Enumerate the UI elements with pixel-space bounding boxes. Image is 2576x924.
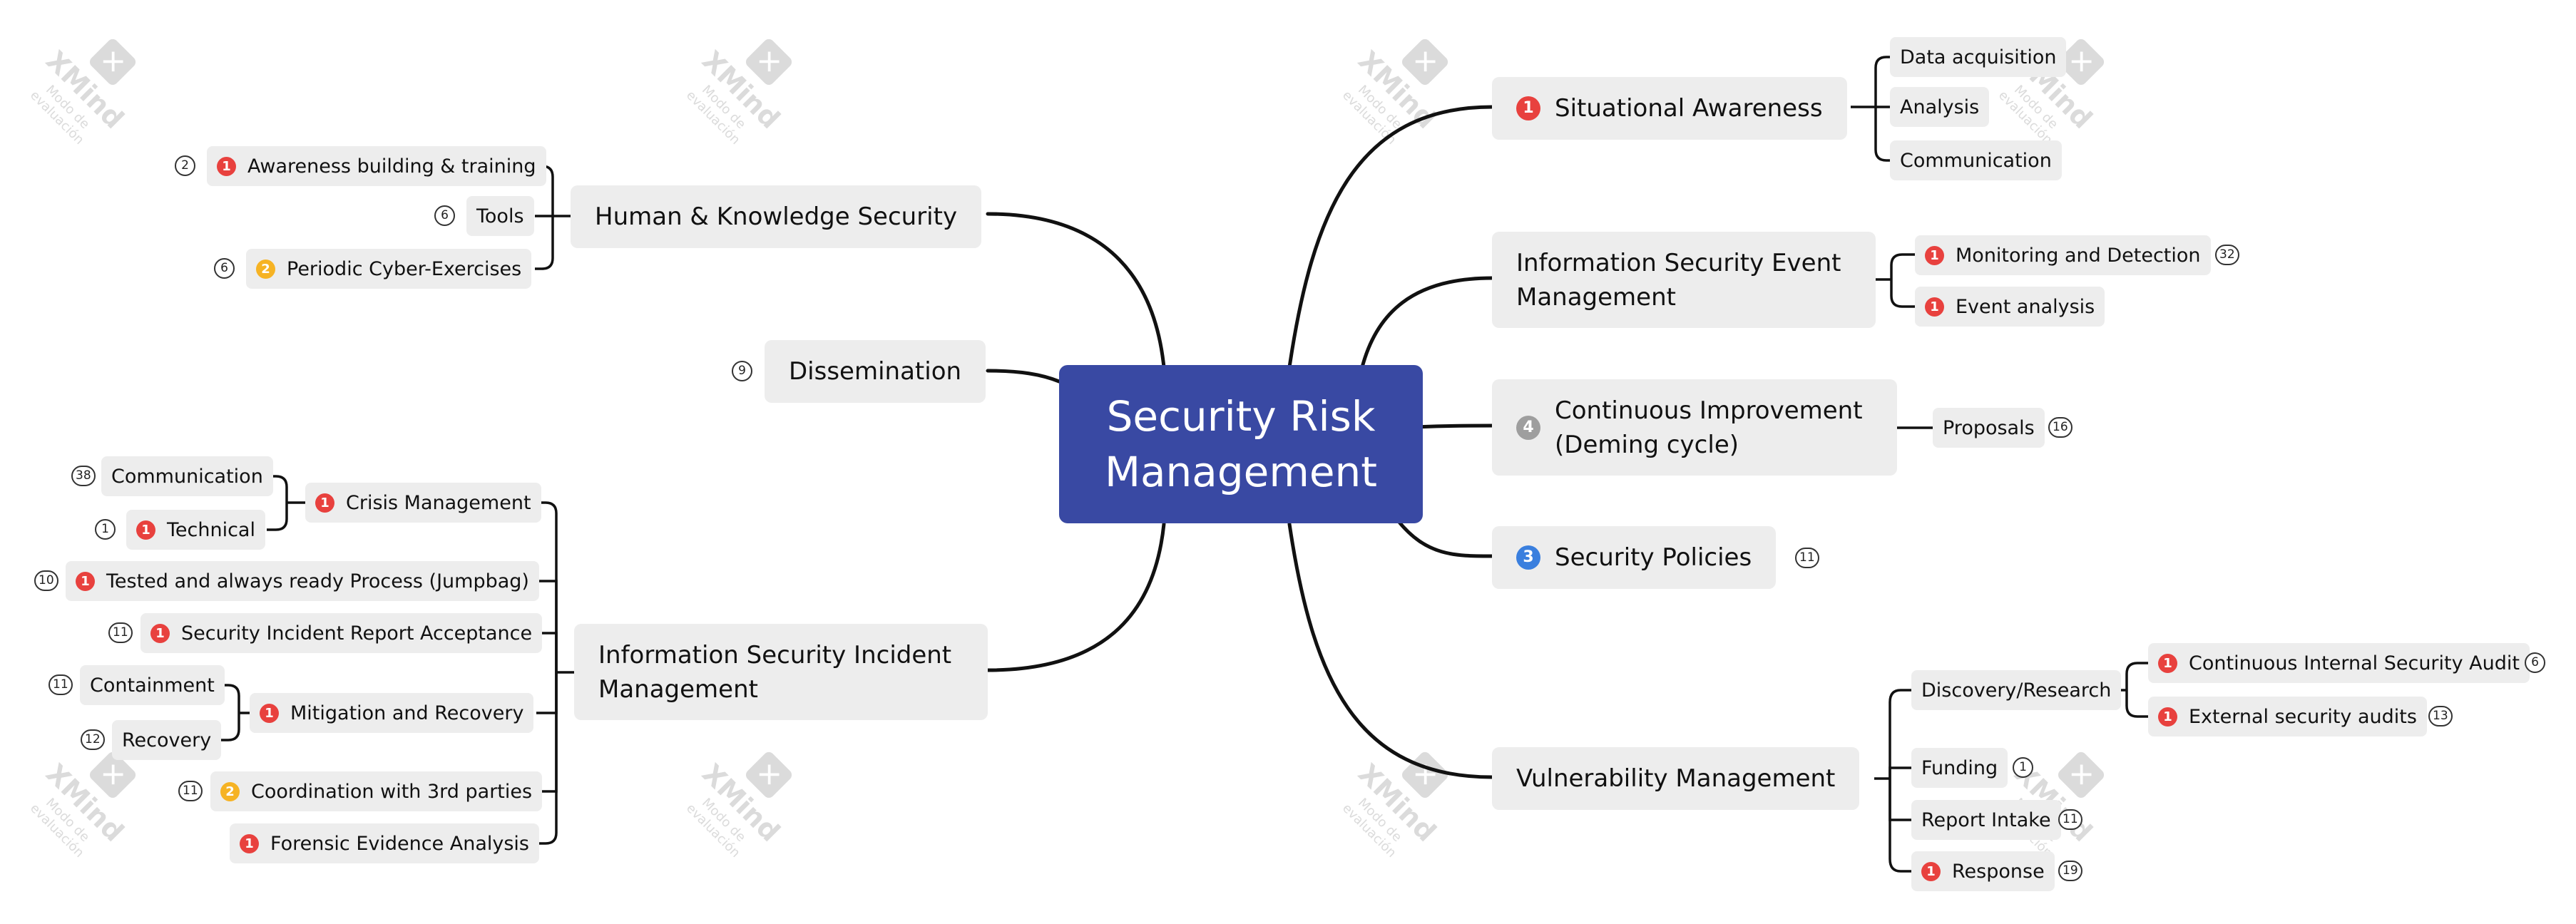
priority-1-icon: 1 — [1516, 96, 1540, 120]
subtopic-crisis-management[interactable]: 1 Crisis Management — [305, 483, 541, 523]
count-badge: 32 — [2215, 245, 2239, 265]
subtopic-funding[interactable]: Funding — [1911, 748, 2008, 788]
subtopic-coordination-3rd-parties[interactable]: 2 Coordination with 3rd parties — [210, 771, 543, 811]
count-badge: 1 — [95, 519, 116, 540]
topic-security-policies[interactable]: 3 Security Policies — [1492, 526, 1777, 589]
count-badge: 13 — [2428, 706, 2453, 727]
count-badge: 6 — [434, 205, 455, 226]
count-badge: 2 — [175, 155, 195, 176]
subtopic-event-analysis[interactable]: 1 Event analysis — [1915, 287, 2105, 327]
count-badge: 6 — [214, 258, 235, 279]
count-badge: 1 — [2013, 757, 2033, 778]
count-badge: 11 — [48, 674, 73, 695]
subtopic-cyber-exercises[interactable]: 2 Periodic Cyber-Exercises — [246, 249, 532, 289]
subtopic-analysis[interactable]: Analysis — [1890, 87, 1990, 127]
count-badge: 11 — [2058, 809, 2082, 830]
subtopic-response[interactable]: 1 Response — [1911, 851, 2055, 891]
topic-human-knowledge-security[interactable]: Human & Knowledge Security — [571, 185, 982, 248]
priority-1-icon: 1 — [2158, 707, 2177, 727]
subtopic-monitoring-detection[interactable]: 1 Monitoring and Detection — [1915, 235, 2211, 275]
subtopic-communication[interactable]: Communication — [1890, 140, 2062, 180]
priority-1-icon: 1 — [76, 571, 95, 591]
count-badge: 16 — [2048, 417, 2072, 438]
priority-1-icon: 1 — [315, 493, 334, 513]
subtopic-data-acquisition[interactable]: Data acquisition — [1890, 37, 2067, 77]
subtopic-discovery-research[interactable]: Discovery/Research — [1911, 670, 2122, 710]
topic-incident-management[interactable]: Information Security Incident Management — [574, 624, 988, 720]
priority-1-icon: 1 — [2158, 653, 2177, 673]
topic-situational-awareness[interactable]: 1 Situational Awareness — [1492, 77, 1847, 140]
topic-continuous-improvement[interactable]: 4 Continuous Improvement (Deming cycle) — [1492, 379, 1897, 476]
priority-1-icon: 1 — [217, 156, 236, 176]
count-badge: 12 — [81, 729, 105, 750]
subtopic-external-security-audits[interactable]: 1 External security audits — [2148, 697, 2427, 736]
subtopic-containment[interactable]: Containment — [80, 665, 225, 705]
priority-2-icon: 2 — [256, 259, 275, 279]
count-badge: 11 — [108, 622, 133, 643]
count-badge: 11 — [178, 781, 203, 801]
count-badge: 10 — [34, 570, 58, 591]
central-topic-label: Security Risk Management — [1104, 392, 1378, 496]
count-badge: 9 — [732, 361, 752, 381]
priority-4-icon: 4 — [1516, 415, 1540, 440]
topic-event-management[interactable]: Information Security Event Management — [1492, 232, 1876, 328]
subtopic-report-intake[interactable]: Report Intake — [1911, 800, 2061, 840]
count-badge: 38 — [71, 466, 96, 486]
priority-1-icon: 1 — [1925, 297, 1944, 317]
count-badge: 11 — [1795, 548, 1819, 568]
priority-1-icon: 1 — [260, 703, 279, 723]
priority-2-icon: 2 — [220, 781, 240, 801]
priority-3-icon: 3 — [1516, 545, 1540, 570]
priority-1-icon: 1 — [240, 833, 259, 853]
subtopic-awareness-training[interactable]: 1 Awareness building & training — [207, 146, 546, 186]
central-topic[interactable]: Security Risk Management — [1059, 365, 1423, 523]
count-badge: 6 — [2525, 652, 2545, 673]
subtopic-recovery[interactable]: Recovery — [112, 720, 222, 760]
subtopic-tools[interactable]: Tools — [466, 196, 534, 236]
subtopic-crisis-communication[interactable]: Communication — [101, 456, 273, 496]
priority-1-icon: 1 — [1921, 861, 1941, 881]
priority-1-icon: 1 — [136, 520, 155, 540]
priority-1-icon: 1 — [150, 623, 170, 643]
subtopic-incident-report-acceptance[interactable]: 1 Security Incident Report Acceptance — [140, 613, 543, 653]
subtopic-proposals[interactable]: Proposals — [1933, 408, 2045, 448]
topic-vulnerability-management[interactable]: Vulnerability Management — [1492, 747, 1860, 810]
subtopic-internal-security-audit[interactable]: 1 Continuous Internal Security Audit — [2148, 643, 2530, 683]
subtopic-technical[interactable]: 1 Technical — [126, 510, 265, 550]
priority-1-icon: 1 — [1925, 245, 1944, 265]
topic-dissemination[interactable]: Dissemination — [765, 340, 986, 403]
subtopic-mitigation-recovery[interactable]: 1 Mitigation and Recovery — [250, 693, 534, 733]
count-badge: 19 — [2058, 861, 2082, 881]
subtopic-forensic-evidence[interactable]: 1 Forensic Evidence Analysis — [230, 823, 539, 863]
subtopic-tested-process-jumpbag[interactable]: 1 Tested and always ready Process (Jumpb… — [66, 561, 539, 601]
